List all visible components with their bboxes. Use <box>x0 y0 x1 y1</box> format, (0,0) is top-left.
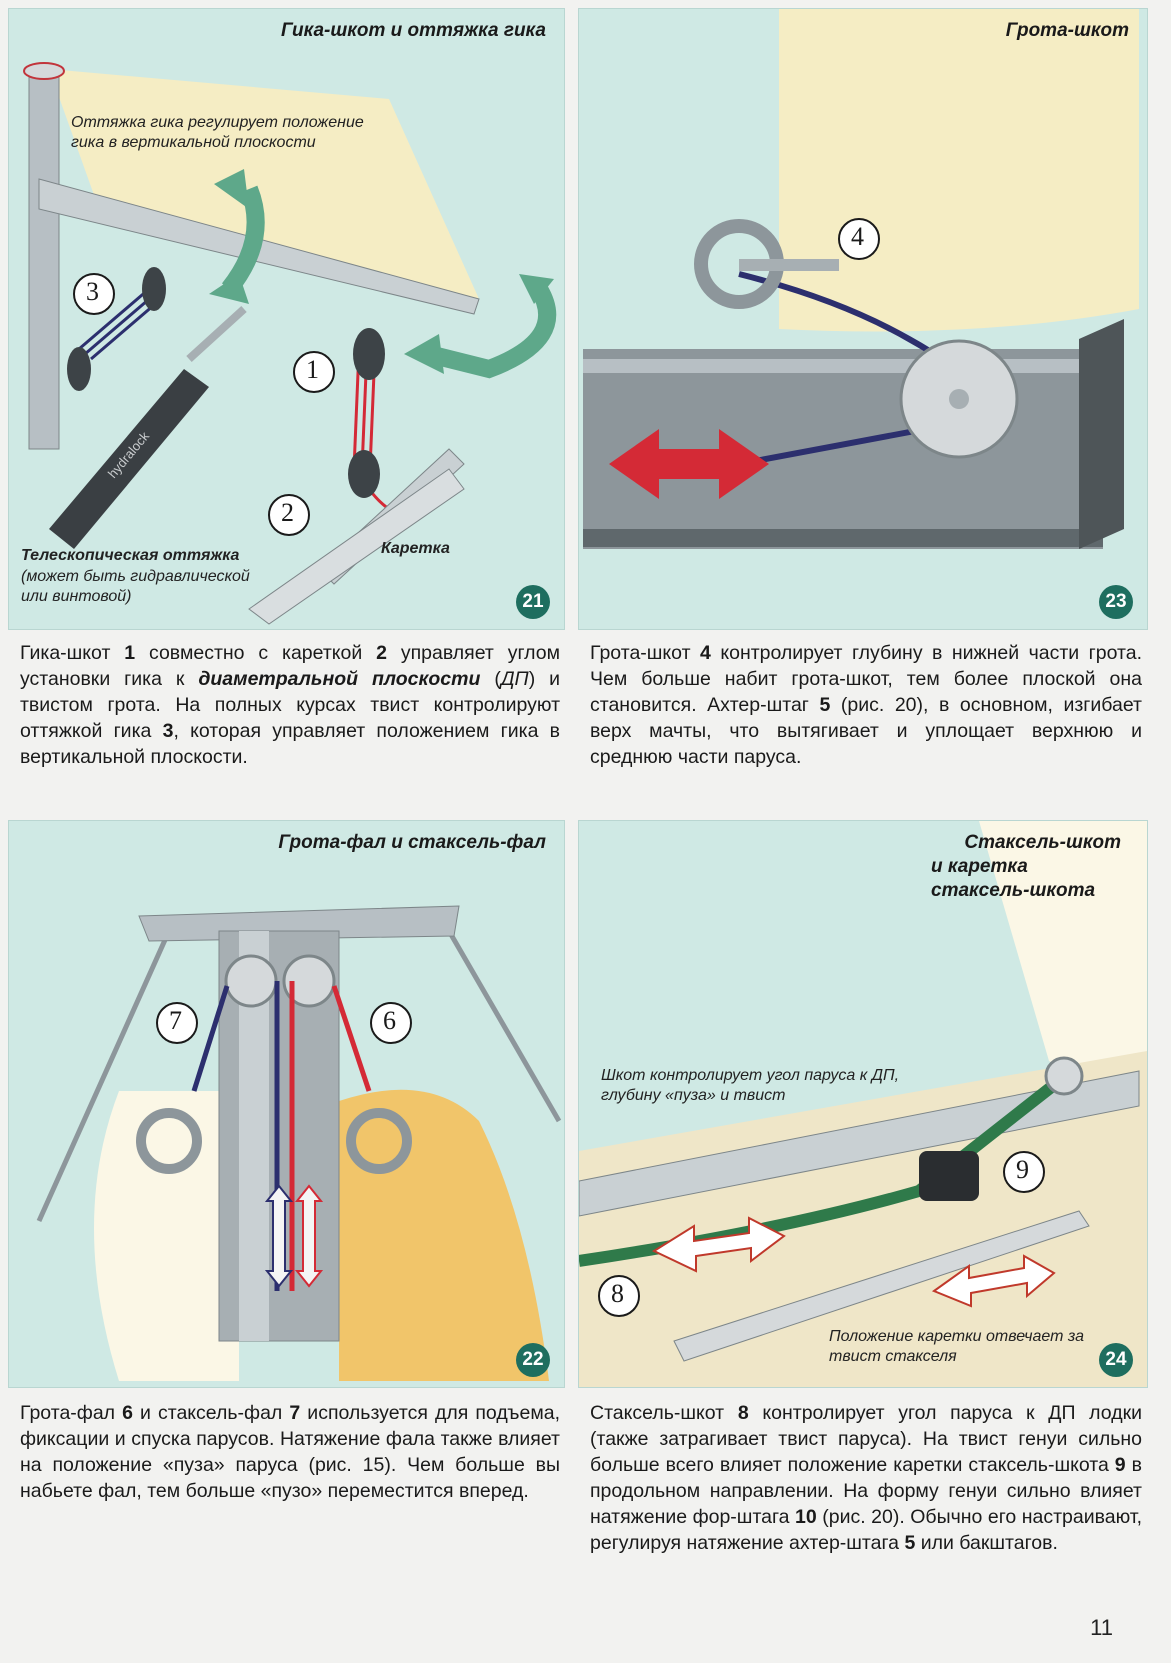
callout-6 <box>370 1002 412 1044</box>
figure-23-text: Грота-шкот 4 контролирует глубину в нижн… <box>590 642 1143 768</box>
mainsheet-illustration <box>583 9 1139 549</box>
figure-number-badge: 23 <box>1099 585 1133 619</box>
panel-title: Грота-фал и стаксель-фал <box>278 832 546 853</box>
sheet-caption: Шкот контролирует угол паруса к ДП, глуб… <box>601 1067 900 1104</box>
figure-number-badge: 22 <box>516 1343 550 1377</box>
figure-21-text: Гика-шкот 1 совместно с кареткой 2 управ… <box>20 642 560 768</box>
figure-24-text: Стаксель-шкот 8 контролирует угол паруса… <box>590 1402 1143 1554</box>
title-line-1: Стаксель-шкот <box>964 832 1121 853</box>
callout-1 <box>293 351 335 393</box>
callout-4-label: 4 <box>851 222 864 251</box>
callout-9-label: 9 <box>1016 1155 1029 1184</box>
callout-8 <box>598 1275 640 1317</box>
car-caption: Положение каретки отвечает за твист стак… <box>829 1328 1085 1365</box>
callout-2 <box>268 494 310 536</box>
callout-3 <box>73 273 115 315</box>
panel-title: Грота-шкот <box>1005 20 1129 41</box>
callout-7 <box>156 1002 198 1044</box>
figure-number-badge: 24 <box>1099 1343 1133 1377</box>
callout-9 <box>1003 1151 1045 1193</box>
callout-1-label: 1 <box>306 355 319 384</box>
figure-24-panel: Стаксель-шкот и каретка стаксель-шкота 9… <box>578 820 1148 1388</box>
halyards-illustration <box>36 905 562 1381</box>
callout-4 <box>838 218 880 260</box>
carriage-caption: Каретка <box>381 540 450 557</box>
vang-caption: Оттяжка гика регулирует положение гика в… <box>71 114 364 151</box>
figure-22-panel: Грота-фал и стаксель-фал 7 6 22 <box>8 820 565 1388</box>
panel-title: Стаксель-шкот и каретка стаксель-шкота <box>821 831 1121 903</box>
boom-vang-illustration: hydralock <box>23 62 557 625</box>
figure-22-text: Грота-фал 6 и стаксель-фал 7 используетс… <box>20 1402 560 1502</box>
title-line-3: стаксель-шкота <box>931 880 1096 901</box>
callout-3-label: 3 <box>86 277 99 306</box>
figure-21-panel: hydralock Гика-шкот и оттяжка гика 3 1 2… <box>8 8 565 630</box>
callout-6-label: 6 <box>383 1006 396 1035</box>
jib-sheet-illustration <box>579 821 1147 1387</box>
figure-number-badge: 21 <box>516 585 550 619</box>
figure-23-panel: Грота-шкот 4 23 <box>578 8 1148 630</box>
page-number: 11 <box>1090 1615 1113 1640</box>
telescopic-vang-title: Телескопическая оттяжка <box>21 547 240 564</box>
title-line-2: и каретка <box>931 856 1028 877</box>
callout-2-label: 2 <box>281 498 294 527</box>
callout-7-label: 7 <box>169 1006 182 1035</box>
telescopic-vang-caption: (может быть гидравлической или винтовой) <box>21 568 250 605</box>
callout-8-label: 8 <box>611 1279 624 1308</box>
panel-title: Гика-шкот и оттяжка гика <box>281 20 546 41</box>
